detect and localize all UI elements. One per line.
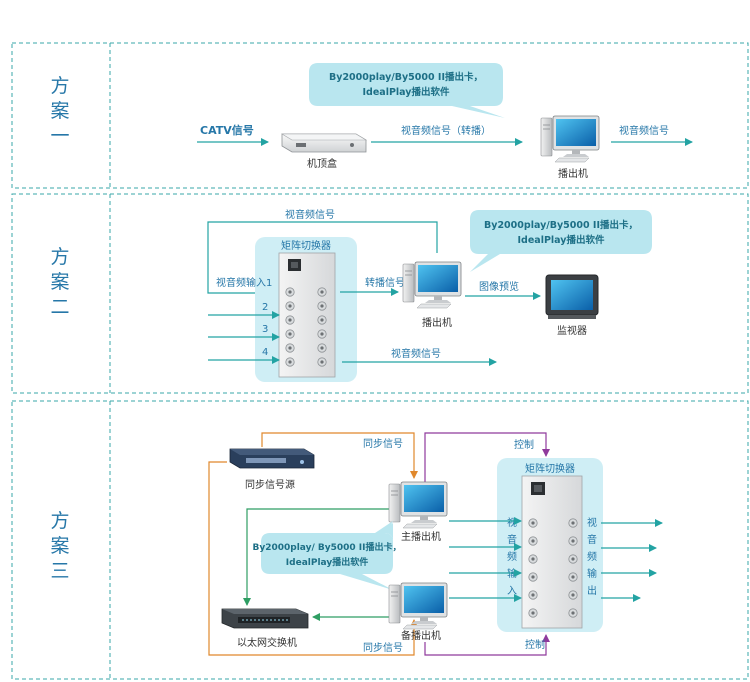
svg-text:频: 频 xyxy=(507,550,517,563)
svg-text:方: 方 xyxy=(50,510,69,532)
section-1-title: 方 案 一 xyxy=(50,75,69,147)
s1-computer-icon xyxy=(540,115,600,163)
s2-loop-arrow xyxy=(207,221,438,297)
s2-bubble-line2: IdealPlay播出软件 xyxy=(518,234,605,246)
s3-bubble-line1: By2000play/ By5000 II播出卡， xyxy=(253,541,402,553)
s1-catv-label: CATV信号 xyxy=(200,123,254,137)
s2-bubble-line1: By2000play/By5000 II播出卡， xyxy=(484,219,638,231)
s1-bubble-line2: IdealPlay播出软件 xyxy=(363,86,450,98)
s3-sync-top-label: 同步信号 xyxy=(363,438,403,450)
s1-stb-label: 机顶盒 xyxy=(307,157,337,170)
s3-network-main-link xyxy=(243,508,394,606)
svg-text:音: 音 xyxy=(587,533,597,546)
svg-text:入: 入 xyxy=(507,586,517,597)
s3-matrix-switcher-icon xyxy=(521,475,583,629)
s2-out-label: 视音频信号 xyxy=(391,347,441,360)
s1-bubble-line1: By2000play/By5000 II播出卡， xyxy=(329,71,483,83)
s2-input1-label: 视音频输入1 xyxy=(216,276,272,289)
s3-switch-label: 以太网交换机 xyxy=(237,636,297,649)
svg-text:出: 出 xyxy=(587,584,597,597)
svg-text:一: 一 xyxy=(50,125,69,147)
monitor-icon xyxy=(545,274,599,319)
s3-backup-computer-label: 备播出机 xyxy=(401,629,441,642)
s2-bubble: By2000play/By5000 II播出卡， IdealPlay播出软件 xyxy=(470,210,652,272)
s3-bubble-line2: IdealPlay播出软件 xyxy=(286,556,368,568)
s3-control-top-label: 控制 xyxy=(514,438,534,451)
svg-text:音: 音 xyxy=(507,533,517,546)
s3-sync-bottom-arrow xyxy=(208,461,418,656)
s3-sync-top-arrow xyxy=(261,432,418,479)
svg-text:视: 视 xyxy=(507,516,517,529)
s2-matrix-switcher-icon xyxy=(278,252,336,378)
s3-matrix-title: 矩阵切换器 xyxy=(525,462,575,475)
s2-input4-label: 4 xyxy=(262,347,268,358)
set-top-box-icon xyxy=(280,133,368,153)
s2-relay-label: 转播信号 xyxy=(365,276,405,289)
s3-main-computer-label: 主播出机 xyxy=(401,530,441,543)
s3-backup-computer-icon xyxy=(388,582,448,630)
svg-text:方: 方 xyxy=(50,246,69,268)
sync-source-icon xyxy=(229,448,315,469)
svg-text:频: 频 xyxy=(587,550,597,563)
s1-out-label: 视音频信号 xyxy=(619,124,669,137)
s3-control-bottom-arrow xyxy=(424,634,550,656)
s3-sync-source-label: 同步信号源 xyxy=(245,478,295,491)
s2-computer-icon xyxy=(402,261,462,309)
section-1-frame xyxy=(11,42,749,189)
s3-control-bottom-label: 控制 xyxy=(525,638,545,651)
svg-text:视: 视 xyxy=(587,516,597,529)
s2-input2-label: 2 xyxy=(262,302,268,313)
s1-bubble: By2000play/By5000 II播出卡， IdealPlay播出软件 xyxy=(309,63,505,118)
s2-monitor-label: 监视器 xyxy=(557,324,587,337)
section-2-title: 方 案 二 xyxy=(50,246,69,318)
section-3-title: 方 案 三 xyxy=(50,510,69,582)
s2-input3-label: 3 xyxy=(262,324,268,335)
s2-matrix-title: 矩阵切换器 xyxy=(281,239,331,252)
s1-av-signal-label: 视音频信号（转播） xyxy=(401,124,491,137)
svg-text:方: 方 xyxy=(50,75,69,97)
svg-text:三: 三 xyxy=(50,560,69,582)
s3-control-top-arrow xyxy=(424,432,550,492)
svg-text:案: 案 xyxy=(50,271,69,293)
s3-output-vertical-label: 视 音 频 输 出 xyxy=(587,516,597,597)
svg-text:案: 案 xyxy=(50,535,69,557)
s2-preview-label: 图像预览 xyxy=(479,280,519,293)
section-2-frame xyxy=(11,193,749,394)
s3-main-computer-icon xyxy=(388,481,448,529)
section-3-frame xyxy=(11,400,749,680)
svg-text:案: 案 xyxy=(50,100,69,122)
s2-loop-label: 视音频信号 xyxy=(285,208,335,221)
svg-text:二: 二 xyxy=(50,296,69,318)
s1-computer-label: 播出机 xyxy=(558,167,588,180)
ethernet-switch-icon xyxy=(221,608,309,629)
s3-sync-bottom-label: 同步信号 xyxy=(363,642,403,654)
s3-bubble: By2000play/ By5000 II播出卡， IdealPlay播出软件 xyxy=(253,521,402,590)
s2-computer-label: 播出机 xyxy=(422,316,452,329)
svg-text:输: 输 xyxy=(587,567,597,580)
